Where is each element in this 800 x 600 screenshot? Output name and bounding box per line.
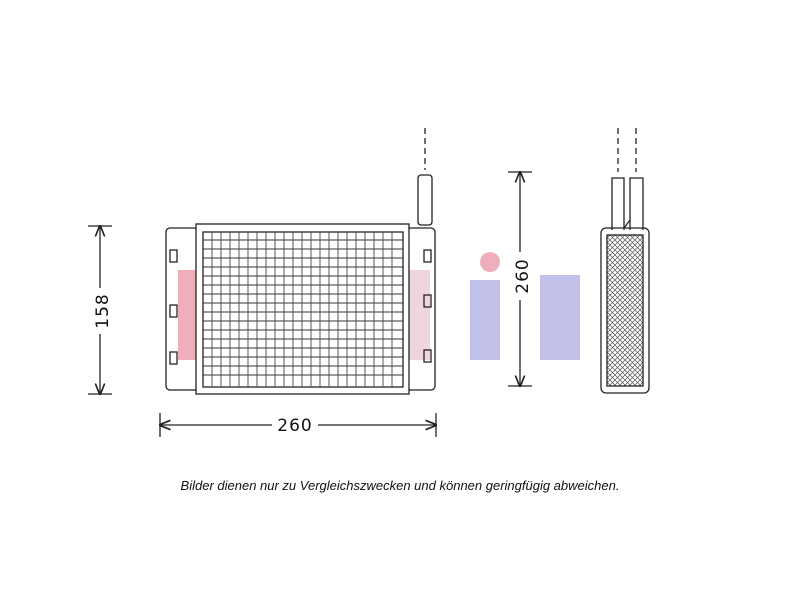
heater-core-front-view bbox=[165, 128, 436, 395]
core-tubes bbox=[211, 232, 393, 387]
dimension-label-height-front: 158 bbox=[93, 293, 113, 328]
core-fins bbox=[203, 239, 403, 376]
pipe-front bbox=[417, 128, 433, 226]
dimension-label-height-side: 260 bbox=[513, 258, 533, 293]
disclaimer-caption: Bilder dienen nur zu Vergleichszwecken u… bbox=[180, 478, 620, 493]
mounting-tabs bbox=[169, 249, 432, 365]
side-core bbox=[600, 227, 650, 394]
dimension-label-width: 260 bbox=[277, 416, 312, 436]
heater-core-side-view bbox=[600, 128, 650, 394]
